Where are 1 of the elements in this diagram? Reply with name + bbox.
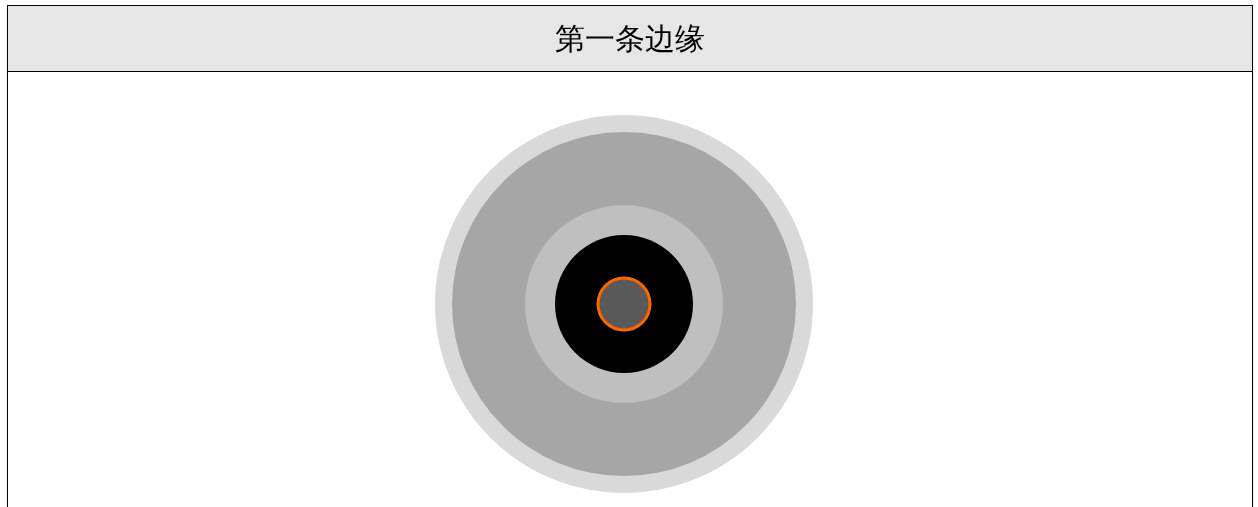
title: 第一条边缘 [555, 20, 705, 57]
